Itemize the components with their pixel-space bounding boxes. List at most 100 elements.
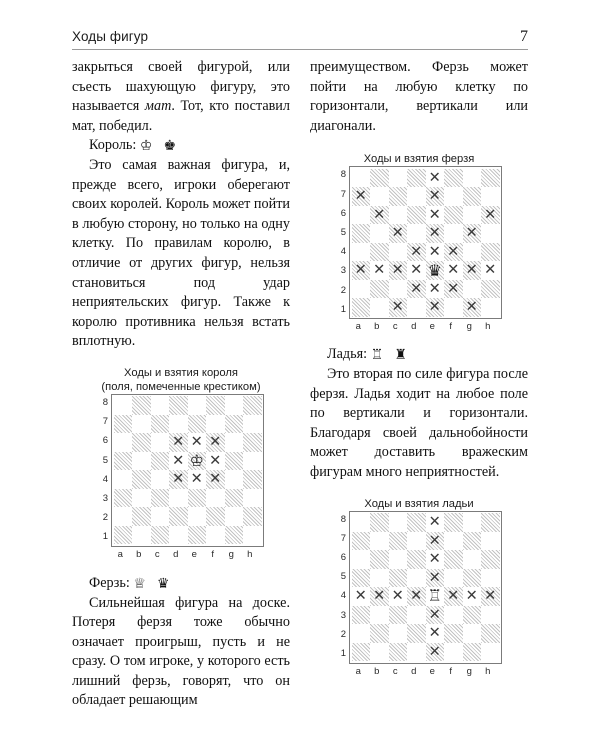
move-mark: ✕ <box>428 169 441 186</box>
square-c8 <box>388 513 407 532</box>
paragraph-mat-part1: закрыться своей фигурой, или съесть шаху… <box>72 59 290 115</box>
square-a7 <box>113 414 132 434</box>
square-f1 <box>444 642 463 662</box>
file-label: e <box>429 321 435 333</box>
square-g5: ✕ <box>462 224 481 243</box>
square-e2: ✕ <box>425 624 444 643</box>
square-d8 <box>169 396 188 415</box>
move-mark: ✕ <box>428 643 441 660</box>
square-b7 <box>370 531 389 551</box>
square-a5 <box>351 568 370 588</box>
rook-diagram-squares: ✕✕✕✕✕✕✕✕♖✕✕✕✕✕✕ <box>349 510 502 664</box>
move-mark: ✕ <box>484 262 497 279</box>
square-g6 <box>224 433 243 452</box>
square-e7: ✕ <box>425 531 444 551</box>
move-mark: ✕ <box>447 280 460 297</box>
square-c6 <box>388 550 407 569</box>
square-g1: ✕ <box>462 298 481 317</box>
paragraph-mat-part2: . Тот, кто поставил мат, победил. <box>72 98 290 134</box>
file-label: c <box>392 665 398 677</box>
square-b3 <box>370 605 389 625</box>
square-f1 <box>444 298 463 317</box>
square-b1 <box>132 525 151 545</box>
rook-diagram-caption-line1: Ходы и взятия ладьи <box>364 497 474 510</box>
file-label: d <box>411 665 417 677</box>
move-mark: ✕ <box>428 225 441 242</box>
square-g6 <box>462 205 481 225</box>
square-a2 <box>351 624 370 643</box>
file-label: f <box>449 665 453 677</box>
king-paragraph: Это самая важная фигура, и, прежде всего… <box>72 156 290 350</box>
left-column: закрыться своей фигурой, или съесть шаху… <box>72 58 290 711</box>
square-a1 <box>113 525 132 545</box>
rank-label: 3 <box>102 492 108 504</box>
move-mark: ✕ <box>428 551 441 568</box>
king-heading: Король: ♔♚ <box>72 136 290 156</box>
square-f8 <box>206 396 225 415</box>
square-b6 <box>132 433 151 452</box>
running-head-title: Ходы фигур <box>72 29 149 44</box>
file-label: e <box>191 548 197 560</box>
square-b1 <box>370 298 389 317</box>
file-label: e <box>429 665 435 677</box>
queen-heading-label: Ферзь: <box>89 574 130 591</box>
rank-label: 4 <box>340 590 346 602</box>
square-b4: ✕ <box>370 587 389 606</box>
black-queen-icon: ♛ <box>156 575 170 592</box>
square-g4 <box>224 470 243 489</box>
move-mark: ✕ <box>373 588 386 605</box>
king-diagram-squares: ✕✕✕✕♔✕✕✕✕ <box>111 393 264 547</box>
square-c5: ✕ <box>388 224 407 243</box>
square-d4: ✕ <box>169 470 188 489</box>
square-g4 <box>462 242 481 262</box>
square-a2 <box>113 507 132 526</box>
square-c8 <box>150 396 169 415</box>
move-mark: ✕ <box>373 206 386 223</box>
rank-label: 4 <box>102 473 108 485</box>
square-d5: ✕ <box>169 451 188 471</box>
square-b4 <box>370 242 389 262</box>
square-e1: ✕ <box>425 642 444 662</box>
square-g8 <box>462 513 481 532</box>
square-f1 <box>206 525 225 545</box>
square-h8 <box>481 168 500 188</box>
square-g6 <box>462 550 481 569</box>
square-b5 <box>370 568 389 588</box>
square-e6: ✕ <box>425 550 444 569</box>
square-e8 <box>187 396 206 415</box>
square-h7 <box>243 414 262 434</box>
file-label: c <box>154 548 160 560</box>
square-e3: ✕ <box>425 605 444 625</box>
move-mark: ✕ <box>428 569 441 586</box>
rank-label: 5 <box>340 226 346 238</box>
move-mark: ✕ <box>209 434 222 451</box>
square-b2 <box>370 624 389 643</box>
rank-label: 6 <box>340 551 346 563</box>
square-c6 <box>388 205 407 225</box>
square-e4: ♖ <box>425 586 444 606</box>
square-b5 <box>370 224 389 243</box>
move-mark: ✕ <box>410 280 423 297</box>
move-mark: ✕ <box>428 625 441 642</box>
square-a4: ✕ <box>351 587 370 606</box>
square-b3: ✕ <box>370 261 389 280</box>
square-g1 <box>462 642 481 662</box>
move-mark: ✕ <box>465 299 478 316</box>
square-b7 <box>370 187 389 206</box>
square-a1 <box>351 642 370 662</box>
square-f3 <box>444 605 463 625</box>
square-g2 <box>462 279 481 299</box>
square-b5 <box>132 451 151 471</box>
move-mark: ✕ <box>190 434 203 451</box>
file-label: b <box>136 548 142 560</box>
square-e3 <box>187 488 206 508</box>
square-c1 <box>388 642 407 662</box>
square-h8 <box>481 513 500 532</box>
square-b1 <box>370 642 389 662</box>
white-rook-icon: ♖ <box>427 586 442 606</box>
square-f7 <box>444 187 463 206</box>
square-a7: ✕ <box>351 187 370 206</box>
file-label: d <box>173 548 179 560</box>
